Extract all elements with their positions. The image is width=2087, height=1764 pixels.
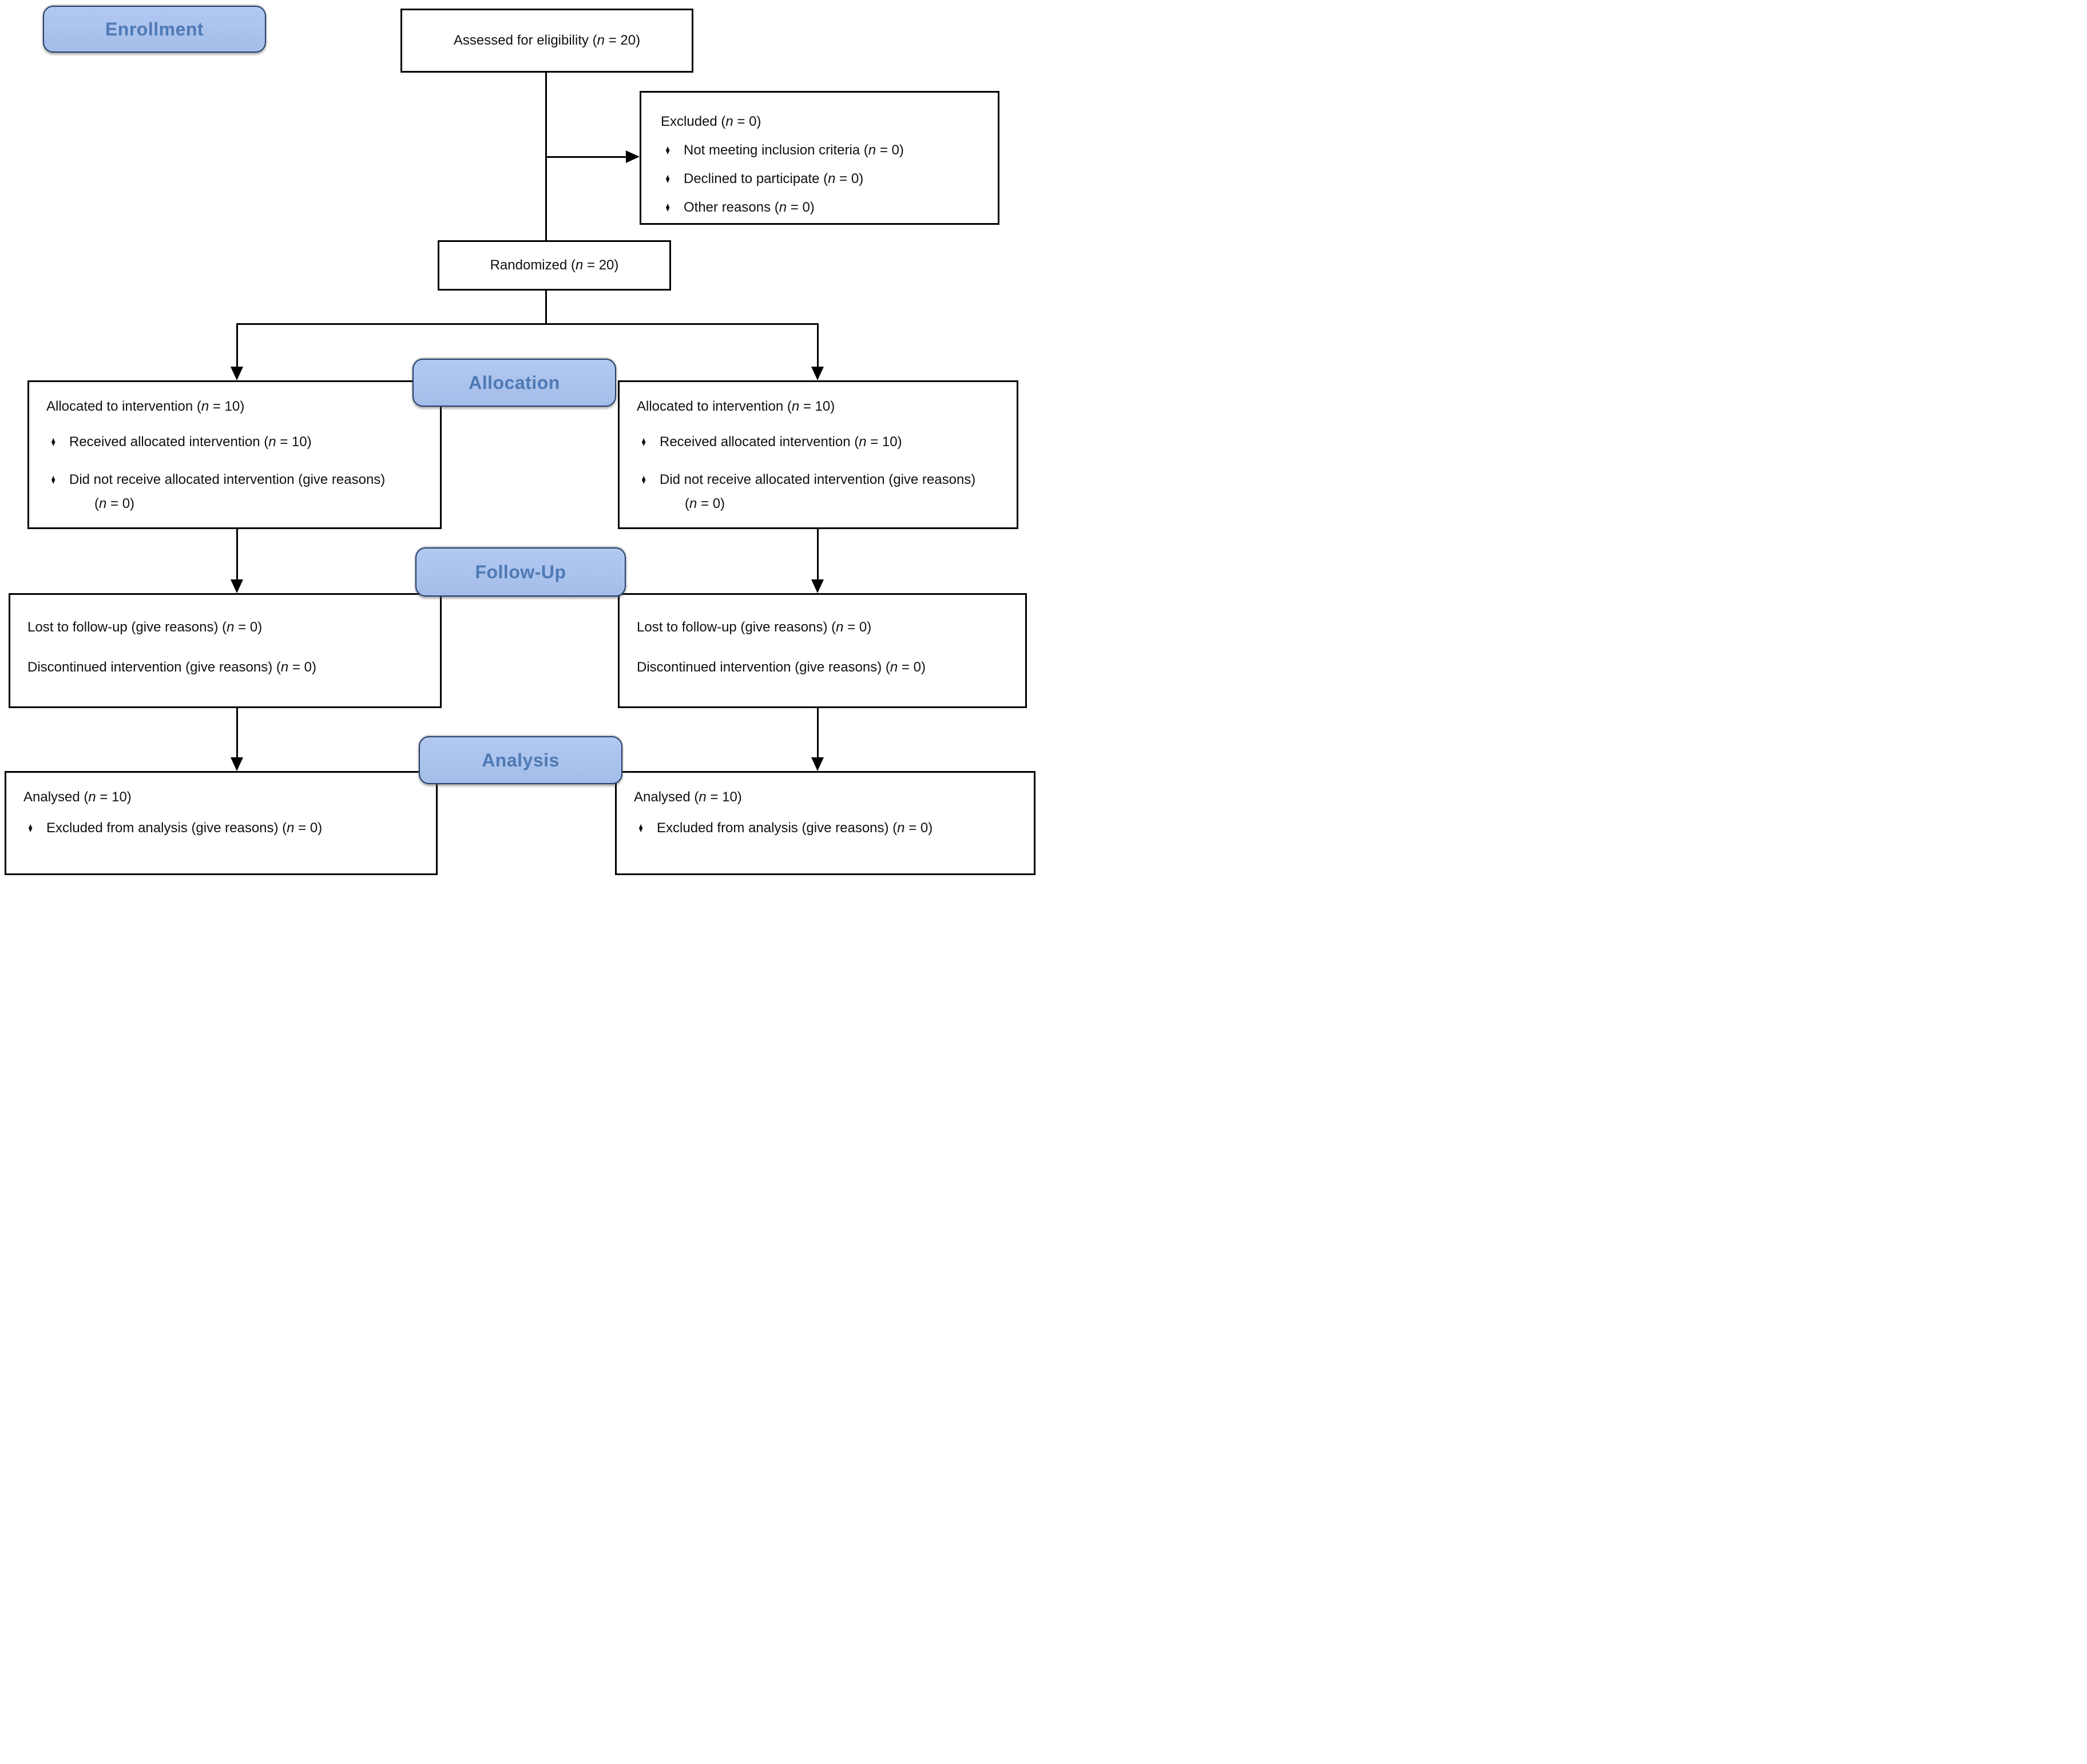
connector-assessed-to-randomized xyxy=(545,73,547,241)
box-excluded: Excluded (n = 0) ♦ Not meeting inclusion… xyxy=(640,91,999,225)
diamond-bullet-icon: ♦ xyxy=(665,200,670,215)
bullet-text: Not meeting inclusion criteria (n = 0) xyxy=(684,142,904,158)
followup-line: Lost to follow-up (give reasons) (n = 0) xyxy=(637,619,872,635)
bullet-item: ♦ Not meeting inclusion criteria (n = 0) xyxy=(661,141,981,160)
box-analysis-right: Analysed (n = 10) ♦ Excluded from analys… xyxy=(615,771,1035,875)
diamond-bullet-icon: ♦ xyxy=(665,171,670,186)
connector-branch-to-allocation-left xyxy=(236,323,238,368)
diamond-bullet-icon: ♦ xyxy=(28,820,33,836)
analysis-bullet-list: ♦ Excluded from analysis (give reasons) … xyxy=(23,819,421,838)
allocation-title: Allocated to intervention (n = 10) xyxy=(637,399,835,414)
diamond-bullet-icon: ♦ xyxy=(641,472,646,487)
randomized-text: Randomized (n = 20) xyxy=(490,257,619,273)
connector-to-excluded xyxy=(547,156,628,158)
excluded-title: Excluded (n = 0) xyxy=(661,114,761,129)
consort-flow-diagram: Enrollment Allocation Follow-Up Analysis… xyxy=(0,0,1044,882)
followup-line: Lost to follow-up (give reasons) (n = 0) xyxy=(27,619,263,635)
allocation-bullet-list: ♦ Received allocated intervention (n = 1… xyxy=(637,430,1002,516)
connector-randomized-to-branch xyxy=(545,289,547,325)
bullet-item: ♦ Received allocated intervention (n = 1… xyxy=(46,430,425,454)
bullet-item: ♦ Did not receive allocated intervention… xyxy=(637,468,1002,516)
connector-branch-horizontal xyxy=(236,323,819,325)
bullet-text: Excluded from analysis (give reasons) (n… xyxy=(657,820,933,836)
diamond-bullet-icon: ♦ xyxy=(51,434,55,450)
connector-allocation-to-followup-right xyxy=(817,528,819,581)
connector-allocation-to-followup-left xyxy=(236,528,238,581)
box-randomized: Randomized (n = 20) xyxy=(438,240,671,291)
followup-line: Discontinued intervention (give reasons)… xyxy=(27,659,316,675)
bullet-item: ♦ Did not receive allocated intervention… xyxy=(46,468,425,516)
box-assessed-eligibility: Assessed for eligibility (n = 20) xyxy=(400,9,693,73)
box-analysis-left: Analysed (n = 10) ♦ Excluded from analys… xyxy=(5,771,438,875)
arrowhead-down-icon xyxy=(231,367,243,380)
bullet-text: Other reasons (n = 0) xyxy=(684,200,815,215)
excluded-bullet-list: ♦ Not meeting inclusion criteria (n = 0)… xyxy=(661,141,981,217)
diamond-bullet-icon: ♦ xyxy=(638,820,643,836)
analysis-bullet-list: ♦ Excluded from analysis (give reasons) … xyxy=(634,819,1019,838)
bullet-text: Did not receive allocated intervention (… xyxy=(69,472,386,511)
arrowhead-down-icon xyxy=(811,367,824,380)
analysis-title: Analysed (n = 10) xyxy=(23,789,132,805)
allocation-bullet-list: ♦ Received allocated intervention (n = 1… xyxy=(46,430,425,516)
arrowhead-down-icon xyxy=(231,757,243,771)
stage-badge-analysis: Analysis xyxy=(419,736,622,784)
box-followup-left: Lost to follow-up (give reasons) (n = 0)… xyxy=(9,593,442,708)
stage-badge-enrollment: Enrollment xyxy=(43,6,266,53)
box-allocated-left: Allocated to intervention (n = 10) ♦ Rec… xyxy=(27,380,442,529)
bullet-item: ♦ Received allocated intervention (n = 1… xyxy=(637,430,1002,454)
connector-followup-to-analysis-right xyxy=(817,707,819,758)
bullet-text: Declined to participate (n = 0) xyxy=(684,171,864,186)
bullet-item: ♦ Excluded from analysis (give reasons) … xyxy=(634,819,1019,838)
bullet-item: ♦ Other reasons (n = 0) xyxy=(661,198,981,217)
bullet-text: Received allocated intervention (n = 10) xyxy=(69,434,312,450)
bullet-text: Did not receive allocated intervention (… xyxy=(660,472,976,511)
assessed-text: Assessed for eligibility (n = 20) xyxy=(453,33,641,48)
arrowhead-down-icon xyxy=(811,579,824,593)
arrowhead-down-icon xyxy=(811,757,824,771)
bullet-item: ♦ Excluded from analysis (give reasons) … xyxy=(23,819,421,838)
bullet-text: Received allocated intervention (n = 10) xyxy=(660,434,902,450)
bullet-text: Excluded from analysis (give reasons) (n… xyxy=(46,820,323,836)
analysis-title: Analysed (n = 10) xyxy=(634,789,742,805)
stage-badge-followup: Follow-Up xyxy=(415,547,626,597)
bullet-item: ♦ Declined to participate (n = 0) xyxy=(661,169,981,189)
arrowhead-right-icon xyxy=(626,150,640,163)
diamond-bullet-icon: ♦ xyxy=(641,434,646,450)
allocation-title: Allocated to intervention (n = 10) xyxy=(46,399,245,414)
box-followup-right: Lost to follow-up (give reasons) (n = 0)… xyxy=(618,593,1027,708)
box-allocated-right: Allocated to intervention (n = 10) ♦ Rec… xyxy=(618,380,1018,529)
diamond-bullet-icon: ♦ xyxy=(51,472,55,487)
diamond-bullet-icon: ♦ xyxy=(665,142,670,158)
connector-followup-to-analysis-left xyxy=(236,707,238,758)
arrowhead-down-icon xyxy=(231,579,243,593)
connector-branch-to-allocation-right xyxy=(817,323,819,368)
followup-line: Discontinued intervention (give reasons)… xyxy=(637,659,926,675)
stage-badge-allocation: Allocation xyxy=(412,359,616,407)
